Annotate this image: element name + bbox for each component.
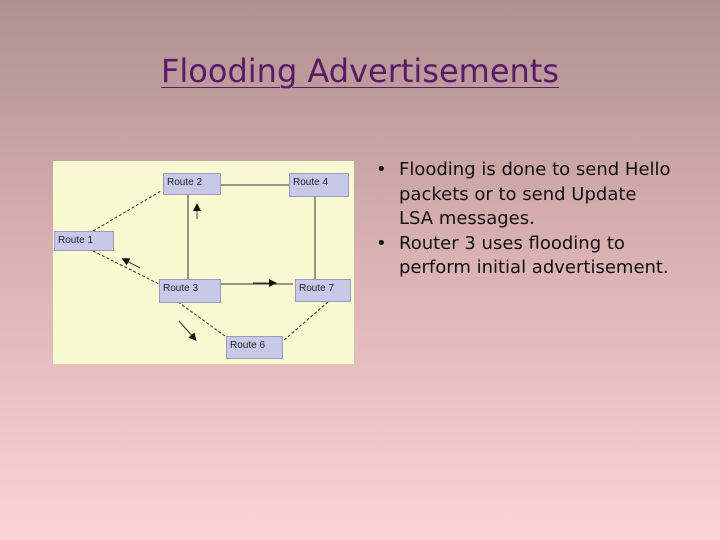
flood-arrow-to-route1 [121,258,141,269]
bullet-item: • Router 3 uses flooding to perform init… [375,232,675,281]
node-route4: Route 4 [289,173,349,197]
bullet-item: • Flooding is done to send Hello packets… [375,158,675,232]
link-route1-route3 [92,250,162,286]
node-route3: Route 3 [159,279,221,303]
node-route6: Route 6 [226,336,283,359]
flood-arrow-to-route6 [178,320,197,341]
node-route2: Route 2 [163,173,221,195]
bullet-text: Flooding is done to send Hello packets o… [399,159,671,229]
bullet-text: Router 3 uses flooding to perform initia… [399,232,669,279]
bullet-dot: • [376,159,387,180]
link-route1-route2 [92,190,162,232]
bullet-list: • Flooding is done to send Hello packets… [375,158,675,281]
network-diagram: Route 1 Route 2 Route 4 Route 3 Route 7 … [53,161,354,364]
bullet-dot: • [376,232,387,254]
slide-title: Flooding Advertisements [161,52,559,90]
node-route1: Route 1 [54,231,114,251]
node-route7: Route 7 [295,279,351,302]
